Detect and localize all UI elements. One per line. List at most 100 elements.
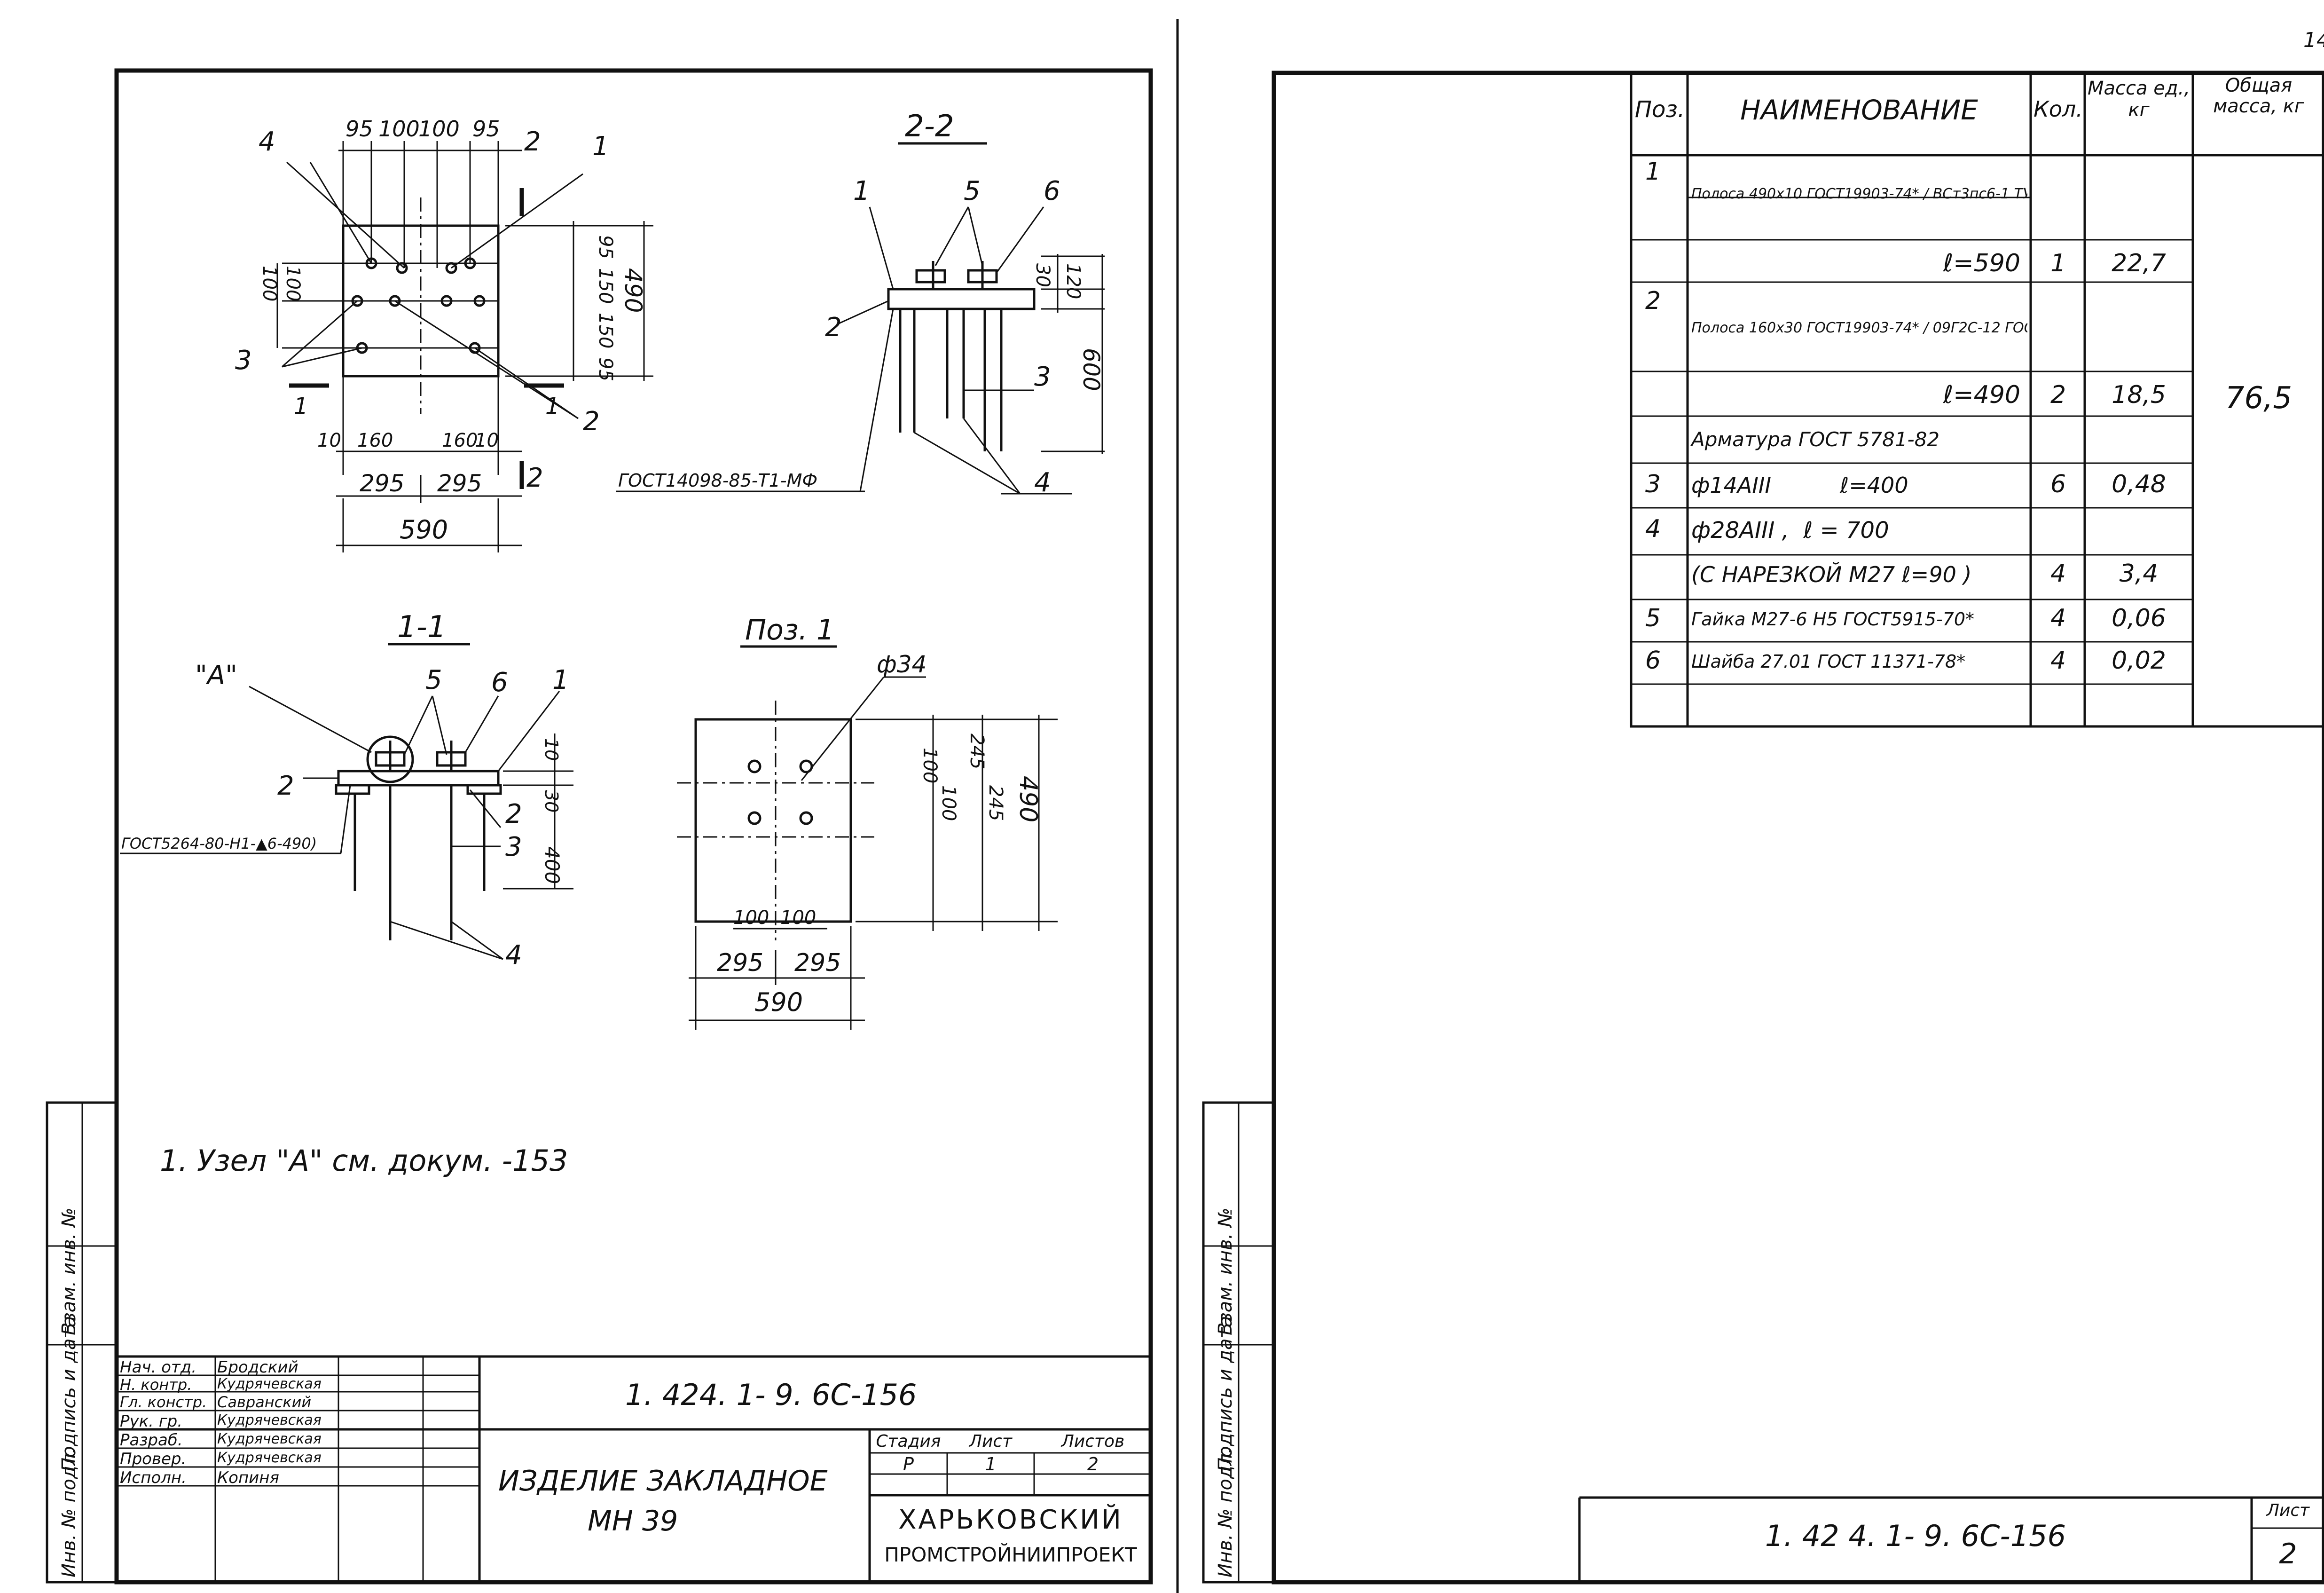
section-1-1: 1-1 10 30 400 "А" 2 5 6 1 2 3 4 ГОСТ5264… bbox=[120, 610, 573, 970]
spec-row-1-pos: 1 bbox=[1645, 158, 1661, 186]
spec-row-7-name: ф28АIII , ℓ = 700 bbox=[1691, 517, 1889, 544]
plan-dim-right-4: 95 bbox=[595, 357, 616, 381]
plan-dim-left-2: 100 bbox=[282, 266, 304, 301]
stage-value: Р bbox=[903, 1454, 914, 1475]
side-label-vzam: Взам. инв. № bbox=[58, 1207, 80, 1335]
plan-total-width: 590 bbox=[400, 515, 448, 544]
doc-code-right: 1. 42 4. 1- 9. 6С-156 bbox=[1765, 1519, 2066, 1553]
spec-header-pos: Поз. bbox=[1634, 96, 1685, 123]
pos1-total-height: 490 bbox=[1014, 776, 1042, 822]
leader-2-s11b: 2 bbox=[505, 799, 522, 829]
section-1-1-title: 1-1 bbox=[397, 610, 447, 645]
spec-row-10-mass: 0,02 bbox=[2112, 647, 2166, 675]
leader-3-s22: 3 bbox=[1034, 362, 1051, 392]
spec-row-8-mass: 3,4 bbox=[2119, 560, 2159, 588]
signer-name-6: Кудрячевская bbox=[217, 1450, 322, 1466]
spec-row-5-name: Арматура ГОСТ 5781-82 bbox=[1691, 428, 1940, 451]
plan-total-height: 490 bbox=[620, 268, 647, 313]
spec-row-4-qty: 2 bbox=[2050, 381, 2066, 409]
leader-2-s22: 2 bbox=[825, 312, 842, 343]
section-2-2: 2-2 30 120 600 1 2 5 6 3 4 ГОСТ14098-85-… bbox=[616, 109, 1105, 498]
signer-name-7: Копиня bbox=[217, 1468, 279, 1487]
signer-name-5: Кудрячевская bbox=[217, 1431, 322, 1447]
spec-row-4-name: ℓ=490 bbox=[1943, 381, 2020, 409]
signer-name-3: Савранский bbox=[217, 1393, 312, 1411]
spec-row-6-name: ф14АIII ℓ=400 bbox=[1691, 473, 1908, 498]
plan-dim-bottom-3: 160 bbox=[442, 430, 478, 451]
plan-dim-bottom-4: 10 bbox=[475, 430, 499, 451]
plan-dim-bottom-2: 160 bbox=[357, 430, 393, 451]
pos1-dim-b1: 100 bbox=[733, 907, 769, 929]
sheets-header: Листов bbox=[1061, 1432, 1125, 1451]
sect22-dim-600: 600 bbox=[1078, 348, 1104, 391]
side-label-sign: Подпись и дата bbox=[58, 1316, 80, 1472]
spec-row-6-qty: 6 bbox=[2050, 470, 2066, 498]
svg-text:2: 2 bbox=[526, 463, 543, 493]
signer-role-5: Разраб. bbox=[120, 1431, 183, 1450]
sheet-header: Лист bbox=[969, 1432, 1013, 1451]
spec-row-4-mass: 18,5 bbox=[2112, 381, 2166, 409]
sheet-value: 1 bbox=[985, 1454, 997, 1475]
plan-dim-left-1: 100 bbox=[259, 266, 280, 301]
pos1-dim-r1: 100 bbox=[919, 748, 941, 783]
pos1-view: Поз. 1 ф34 100 100 245 245 490 100 100 2… bbox=[677, 614, 1058, 1030]
plan-dim-top-2: 100 bbox=[378, 116, 420, 142]
leader-3-plan: 3 bbox=[235, 345, 252, 376]
gost-1-1: ГОСТ5264-80-Н1-▲6-490) bbox=[121, 835, 317, 852]
sect11-dim-400: 400 bbox=[541, 846, 564, 884]
sheet-label-right: Лист bbox=[2266, 1501, 2310, 1520]
spec-row-8-qty: 4 bbox=[2050, 560, 2066, 588]
svg-text:2: 2 bbox=[524, 126, 541, 157]
pos1-title: Поз. 1 bbox=[745, 614, 834, 647]
leader-1-plan: 1 bbox=[592, 131, 609, 162]
spec-row-3-name: Полоса 160x30 ГОСТ19903-74* / 09Г2С-12 Г… bbox=[1691, 320, 2027, 336]
note-text: 1. Узел "А" см. докум. -153 bbox=[160, 1143, 568, 1178]
spec-row-1-name: Полоса 490x10 ГОСТ19903-74* / ВСт3пс6-1 … bbox=[1691, 186, 2027, 202]
leader-1-s22: 1 bbox=[853, 176, 870, 206]
signer-name-2: Кудрячевская bbox=[217, 1376, 322, 1392]
leader-3-s11: 3 bbox=[505, 832, 522, 862]
leader-5-s22: 5 bbox=[964, 176, 981, 206]
plan-dim-bottom-1: 10 bbox=[317, 430, 341, 451]
left-title-block bbox=[117, 1355, 1151, 1582]
plan-dim-width-1: 295 bbox=[360, 470, 404, 497]
pos1-dim-w2: 295 bbox=[794, 949, 841, 977]
signer-role-7: Исполн. bbox=[120, 1468, 187, 1487]
signer-role-3: Гл. констр. bbox=[120, 1393, 207, 1411]
pos1-dim-w1: 295 bbox=[717, 949, 763, 977]
sect11-dim-30: 30 bbox=[541, 790, 562, 812]
spec-row-3-pos: 2 bbox=[1645, 287, 1661, 315]
plan-dim-right-3: 150 bbox=[595, 313, 616, 348]
sect22-dim-30: 30 bbox=[1032, 263, 1053, 287]
signer-name-1: Бродский bbox=[217, 1358, 298, 1377]
leader-1-s11: 1 bbox=[552, 665, 569, 695]
spec-header-mass: Масса ед., кг bbox=[2088, 78, 2190, 121]
spec-row-9-name: Гайка М27-6 Н5 ГОСТ5915-70* bbox=[1691, 609, 1975, 630]
org-name-2: ПРОМСТРОЙНИИПРОЕКТ bbox=[884, 1543, 1137, 1566]
spec-row-10-qty: 4 bbox=[2050, 647, 2066, 675]
spec-row-9-pos: 5 bbox=[1645, 604, 1661, 632]
pos1-dim-b2: 100 bbox=[780, 907, 816, 929]
plan-view: 95 100 100 95 10 160 160 10 295 295 590 … bbox=[235, 116, 653, 552]
spec-row-6-pos: 3 bbox=[1645, 470, 1661, 498]
pos1-diam: ф34 bbox=[877, 651, 926, 678]
stage-header: Стадия bbox=[876, 1432, 941, 1451]
spec-header-qty: Кол. bbox=[2034, 96, 2083, 122]
plan-dim-top-4: 95 bbox=[472, 116, 500, 142]
pos1-dim-r3: 245 bbox=[966, 733, 988, 769]
leader-6-s22: 6 bbox=[1044, 176, 1060, 206]
org-name-1: ХАРЬКОВСКИЙ bbox=[898, 1505, 1123, 1535]
side-label-inv: Инв. № подл. bbox=[58, 1448, 80, 1577]
plan-dim-top-1: 95 bbox=[345, 116, 373, 142]
spec-row-10-name: Шайба 27.01 ГОСТ 11371-78* bbox=[1691, 651, 1966, 672]
svg-text:1: 1 bbox=[294, 393, 308, 419]
pos1-dim-r4: 245 bbox=[985, 785, 1006, 821]
plan-dim-top-3: 100 bbox=[418, 116, 460, 142]
doc-code-left: 1. 424. 1- 9. 6С-156 bbox=[625, 1378, 917, 1412]
spec-row-8-name: (с нарезкой М27 ℓ=90 ) bbox=[1691, 562, 1972, 587]
sheets-value: 2 bbox=[1087, 1454, 1099, 1475]
item-title: Изделие закладное bbox=[498, 1465, 828, 1498]
leader-4-s22: 4 bbox=[1034, 467, 1051, 498]
signer-role-1: Нач. отд. bbox=[120, 1358, 197, 1377]
page-number: 14 bbox=[2303, 28, 2324, 52]
